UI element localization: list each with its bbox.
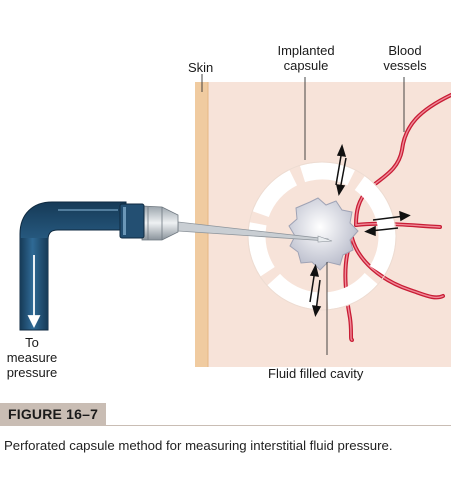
figure-bar: FIGURE 16–7 [0,403,451,426]
needle-hub [141,205,179,241]
flow-arrows-top [335,143,347,196]
label-skin: Skin [188,60,214,75]
flow-arrows-right [364,210,411,237]
diagram-canvas [19,74,451,367]
figure-tag: FIGURE 16–7 [0,403,107,425]
label-blood-vessels: Blood vessels [383,43,427,73]
flow-arrows-bottom [309,263,322,317]
figure-caption: Perforated capsule method for measuring … [4,438,393,453]
fluid-filled-cavity [288,197,359,271]
leader-lines [201,74,405,355]
pressure-tube [19,201,145,331]
label-implanted-capsule: Implanted capsule [277,43,335,73]
label-to-measure-pressure: To measure pressure [6,335,58,380]
label-fluid-filled-cavity: Fluid filled cavity [268,366,364,381]
pressure-direction-arrow [27,255,41,329]
